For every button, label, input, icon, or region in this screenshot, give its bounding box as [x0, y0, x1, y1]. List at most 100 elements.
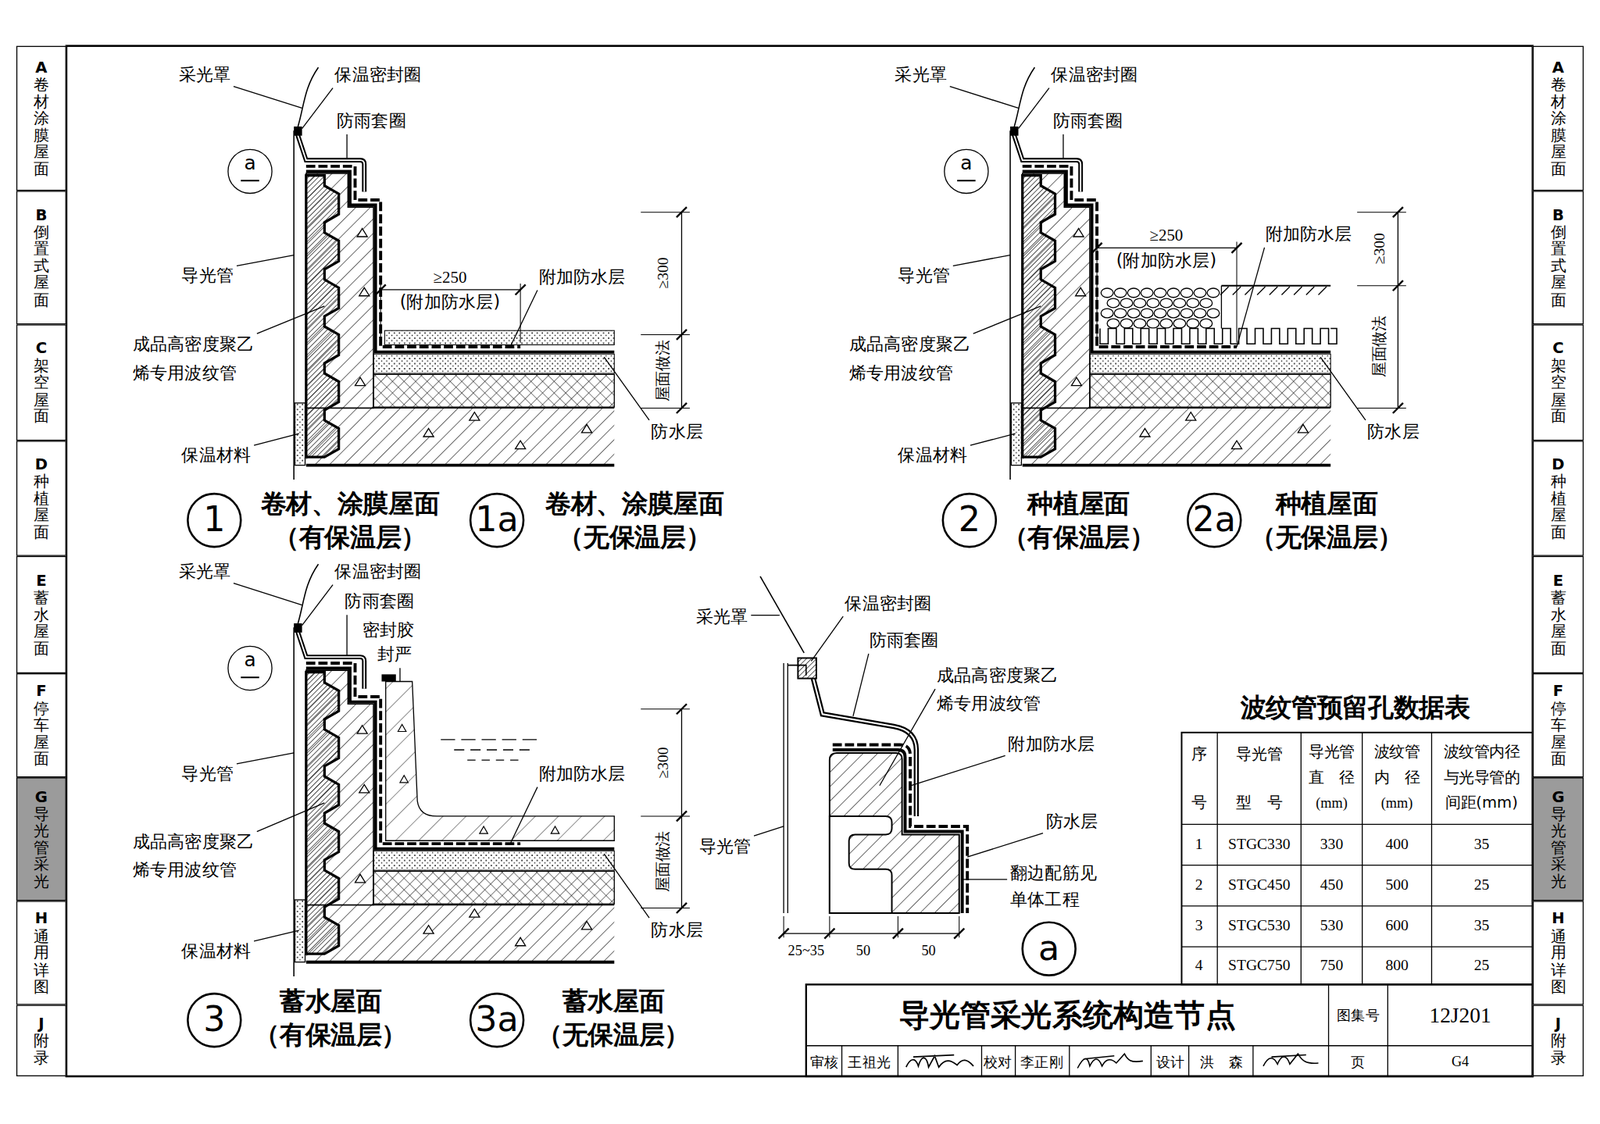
corrugated-pipe-profile [829, 816, 893, 914]
detail-caption: 蓄水屋面 [562, 987, 665, 1018]
seal-ring [1010, 126, 1018, 136]
leveling-layer [1089, 353, 1331, 374]
tab-letter: B [1552, 207, 1565, 225]
title-block-cell: 12J201 [1428, 1003, 1491, 1029]
rain-collar-core [813, 678, 917, 817]
title-block-line [897, 1046, 899, 1077]
data-table-grid [1181, 732, 1533, 986]
dimension-tick [515, 284, 526, 295]
table-title: 波纹管预留孔数据表 [1240, 693, 1471, 724]
title-block-line [1150, 1046, 1152, 1077]
table-row-line [1181, 905, 1533, 907]
leader-line [236, 255, 294, 267]
leveling-layer [373, 850, 615, 871]
soil-hatch [1281, 286, 1290, 295]
aggregate-mark [423, 428, 434, 437]
extension-line [520, 283, 522, 343]
dimension-line [681, 212, 683, 409]
drainage-board [1100, 328, 1337, 345]
leader-line [510, 290, 538, 348]
corrugated-pipe [306, 175, 340, 458]
gravel [1127, 308, 1140, 318]
gravel [1107, 298, 1120, 308]
tab-title: 附录 [33, 1032, 50, 1067]
table-header: 与光导管的 [1443, 769, 1521, 788]
detail-number: 3 [203, 1000, 225, 1041]
leader-line [810, 616, 843, 661]
soil-surface [1221, 285, 1331, 287]
part-label: 采光罩 [894, 65, 947, 86]
section-index-circle: a [943, 149, 989, 194]
detail-number-circle: 2 [942, 492, 998, 549]
soil-hatch [1306, 286, 1315, 295]
table-header: 导光管 [1235, 746, 1283, 765]
gravel [1153, 288, 1167, 298]
additional-waterproof-layer [1022, 166, 1237, 347]
dimension-text: ≥300 [1371, 233, 1390, 265]
protection-concrete [385, 681, 615, 841]
gravel [1167, 288, 1180, 298]
detail-number: 2 [958, 500, 981, 541]
aggregate-mark [1297, 424, 1308, 433]
tab-title: 蓄水屋面 [33, 589, 50, 658]
dimension-tick [892, 928, 904, 940]
leader-line [973, 306, 1041, 334]
table-border [1181, 732, 1533, 986]
section-tab: B倒置式屋面 [16, 190, 67, 325]
water-surface [467, 759, 521, 761]
part-label: 采光罩 [696, 607, 749, 628]
leader-line [236, 753, 294, 765]
dimension-tick [778, 928, 790, 940]
daylight-dome [1014, 67, 1035, 127]
part-label: 成品高密度聚乙 [132, 832, 254, 854]
slab-bottom-line [306, 464, 615, 468]
title-block-line [1252, 1046, 1254, 1077]
aggregate-mark [355, 377, 366, 386]
rain-collar-core [296, 132, 365, 193]
rain-collar [1013, 132, 1081, 193]
part-label: 保温密封圈 [334, 65, 422, 86]
leader-line [346, 614, 347, 657]
gravel [1146, 298, 1160, 308]
gravel [1207, 308, 1220, 318]
rain-collar-core [296, 629, 365, 690]
tab-title: 停车屋面 [33, 700, 50, 768]
part-label: 采光罩 [178, 562, 232, 583]
aggregate-mark [550, 826, 559, 834]
leader-line [1018, 88, 1050, 129]
gravel [1173, 318, 1186, 329]
part-label: 保温材料 [897, 446, 968, 467]
aggregate-mark [469, 909, 480, 918]
daylight-dome [297, 67, 318, 127]
rain-collar [296, 629, 365, 690]
light-pipe [292, 627, 295, 977]
aggregate-mark [581, 424, 592, 433]
title-block-line [1387, 984, 1389, 1077]
tab-letter: A [35, 59, 47, 78]
tab-letter: F [35, 682, 47, 701]
leader-line [510, 787, 538, 845]
waterproof-layer [306, 171, 615, 352]
gravel [1193, 288, 1207, 298]
gravel [1133, 318, 1147, 329]
seal-ring [293, 126, 302, 136]
part-label: 密封胶 [362, 620, 415, 641]
signature [906, 1055, 974, 1068]
part-label: 附加防水层 [539, 267, 626, 288]
leader-line [257, 306, 325, 334]
aggregate-mark [479, 826, 488, 834]
rain-collar [813, 678, 917, 817]
section-tab: J附录 [16, 1005, 67, 1077]
tab-title: 种植屋面 [33, 473, 50, 541]
gravel [1160, 318, 1173, 329]
tab-title: 蓄水屋面 [1550, 589, 1567, 658]
tab-letter: C [1552, 339, 1564, 358]
tab-title: 导光管采光 [33, 806, 50, 891]
dimension-text: ≥300 [654, 747, 673, 779]
water-surface [453, 749, 531, 750]
detail-caption: 蓄水屋面 [279, 987, 383, 1018]
leader-line [253, 930, 300, 942]
signature [1077, 1053, 1143, 1068]
dimension-tick [953, 928, 965, 940]
